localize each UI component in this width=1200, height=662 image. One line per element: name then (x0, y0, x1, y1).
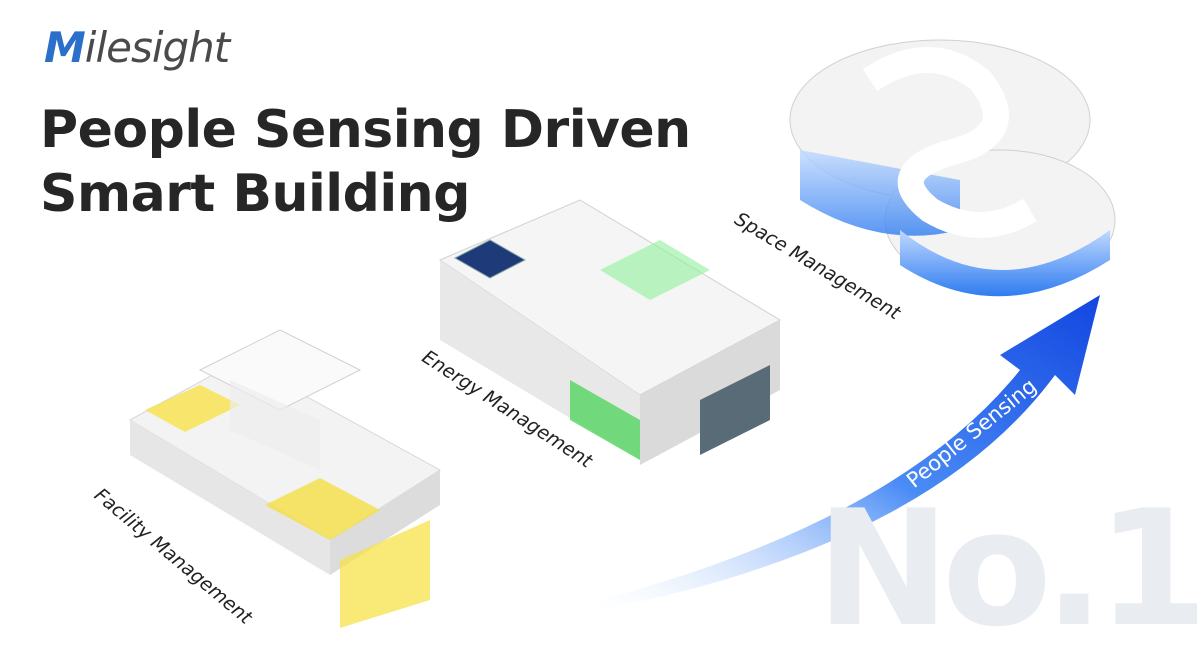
headline: People Sensing Driven Smart Building (40, 98, 691, 226)
energy-building (438, 199, 782, 465)
facility-building (128, 329, 441, 628)
people-sensing-arrow (600, 295, 1100, 610)
brand-name: Milesight (44, 23, 230, 72)
space-building (789, 39, 1116, 297)
building-illustrations (128, 39, 1116, 628)
no1-watermark: No.1 (816, 475, 1200, 662)
headline-line-1: People Sensing Driven (40, 100, 691, 160)
headline-line-2: Smart Building (40, 164, 470, 224)
milesight-logo: Milesight (44, 23, 230, 72)
